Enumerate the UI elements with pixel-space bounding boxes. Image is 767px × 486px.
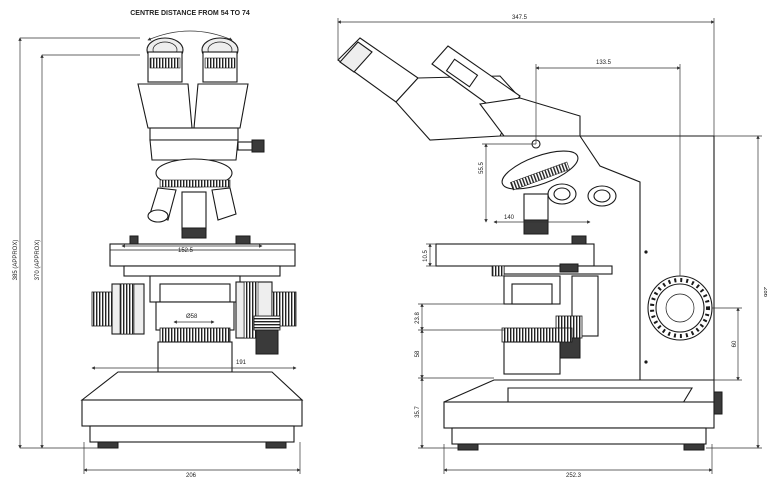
- side-base-height-label: 35.7: [415, 406, 421, 418]
- front-base-top: [80, 371, 304, 401]
- side-head: [337, 37, 581, 141]
- side-coarse-height-label: 58: [415, 350, 421, 357]
- side-stage-thickness-label: 10.5: [423, 250, 429, 262]
- side-arm-reach-label: 133.5: [596, 60, 612, 66]
- front-head-left: [137, 83, 193, 129]
- front-base-depth-label: 191: [236, 360, 247, 366]
- front-eyepieces: [146, 37, 239, 83]
- front-head-right: [193, 83, 249, 129]
- front-objectives: [147, 187, 237, 239]
- front-view: 385 (APPROX) 370 (APPROX) 152.5 Ø58 191 …: [13, 37, 304, 479]
- front-condenser-dia-label: Ø58: [186, 314, 198, 320]
- side-objectives: [523, 183, 617, 235]
- side-objective-height-label: 55.5: [479, 162, 485, 174]
- side-stage: [435, 243, 595, 267]
- side-view: 347.5 133.5 55.5 140 10.5 23.8 58 35.7 6…: [337, 15, 767, 479]
- front-height-inner-label: 370 (APPROX): [35, 240, 41, 281]
- front-height-outer-label: 385 (APPROX): [13, 240, 19, 281]
- side-knob-height-label: 60: [732, 340, 738, 347]
- side-base-length-label: 252.3: [566, 473, 582, 479]
- side-focus-travel-label: 23.8: [415, 312, 421, 324]
- side-overall-height-label: 286: [762, 287, 767, 298]
- front-focus-knobs: [91, 281, 297, 355]
- rotation-arrow: [147, 30, 233, 41]
- front-stage: [109, 243, 296, 267]
- front-nosepiece: [149, 139, 239, 161]
- front-field-diaphragm: [159, 327, 231, 343]
- side-overall-width-label: 347.5: [512, 15, 528, 21]
- front-stage-width-label: 152.5: [178, 248, 194, 254]
- side-intensity-dial: [647, 275, 713, 341]
- centre-distance-note: CENTRE DISTANCE FROM 54 TO 74: [130, 10, 250, 17]
- side-stage-depth-label: 140: [504, 215, 515, 221]
- front-base-width-label: 206: [186, 473, 197, 479]
